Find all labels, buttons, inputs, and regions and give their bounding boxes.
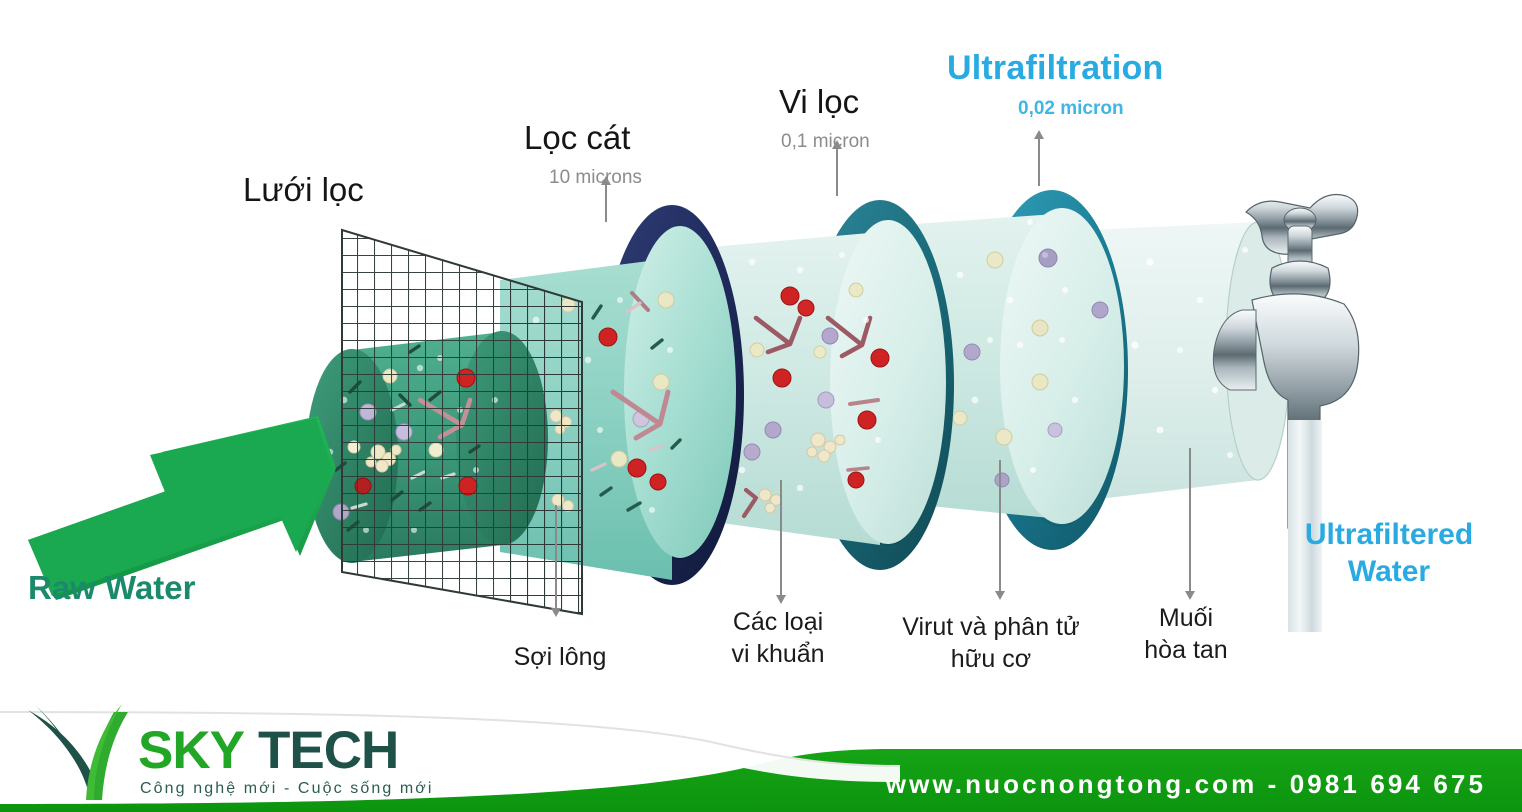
footer-contact-url[interactable]: www.nuocnongtong.com - 0981 694 675: [885, 769, 1486, 799]
ultrafiltration-diagram-illustration: [28, 130, 1360, 632]
pointer-arrow-ultrafiltration: [1033, 130, 1045, 186]
label-soi-long: Sợi lông: [513, 643, 607, 671]
label-ultrafiltration-sub: 0,02 micron: [1018, 98, 1124, 119]
label-loc-cat: Lọc cát: [524, 119, 631, 156]
label-raw-water: Raw Water: [28, 569, 196, 606]
label-vi-loc: Vi lọc: [779, 83, 860, 120]
label-ultrafiltration: Ultrafiltration: [947, 49, 1164, 87]
label-virut-line1: Virut và phân tử: [902, 613, 1080, 641]
pointer-arrow-virut: [994, 460, 1006, 600]
label-virut-line2: hữu cơ: [950, 645, 1032, 673]
logo-tagline: Công nghệ mới - Cuộc sống mới: [140, 780, 434, 797]
logo-text-sky: SKY: [138, 721, 245, 780]
pointer-arrow-soi-long: [550, 505, 562, 617]
logo-text-tech: TECH: [257, 721, 399, 780]
pointer-arrow-vi-khuan: [775, 480, 787, 604]
filter-assembly-svg: [28, 190, 1360, 632]
label-ultrafiltered-water-line1: Ultrafiltered: [1304, 518, 1474, 551]
leaf-check-icon: [28, 704, 128, 800]
pointer-arrow-vi-loc: [831, 140, 843, 196]
pointer-arrow-loc-cat: [600, 176, 612, 222]
label-luoi-loc: Lưới lọc: [243, 171, 364, 208]
label-vi-khuan-line1: Các loại: [732, 608, 824, 636]
label-ultrafiltered-water-line2: Water: [1347, 555, 1431, 588]
label-muoi-line1: Muối: [1158, 604, 1214, 632]
footer-swoosh-svg: [0, 711, 1522, 812]
label-vi-loc-sub: 0,1 micron: [781, 131, 870, 152]
pointer-arrow-muoi: [1184, 448, 1196, 600]
label-muoi-line2: hòa tan: [1144, 636, 1228, 664]
label-vi-khuan-line2: vi khuẩn: [731, 640, 825, 668]
label-loc-cat-sub: 10 microns: [549, 167, 642, 188]
